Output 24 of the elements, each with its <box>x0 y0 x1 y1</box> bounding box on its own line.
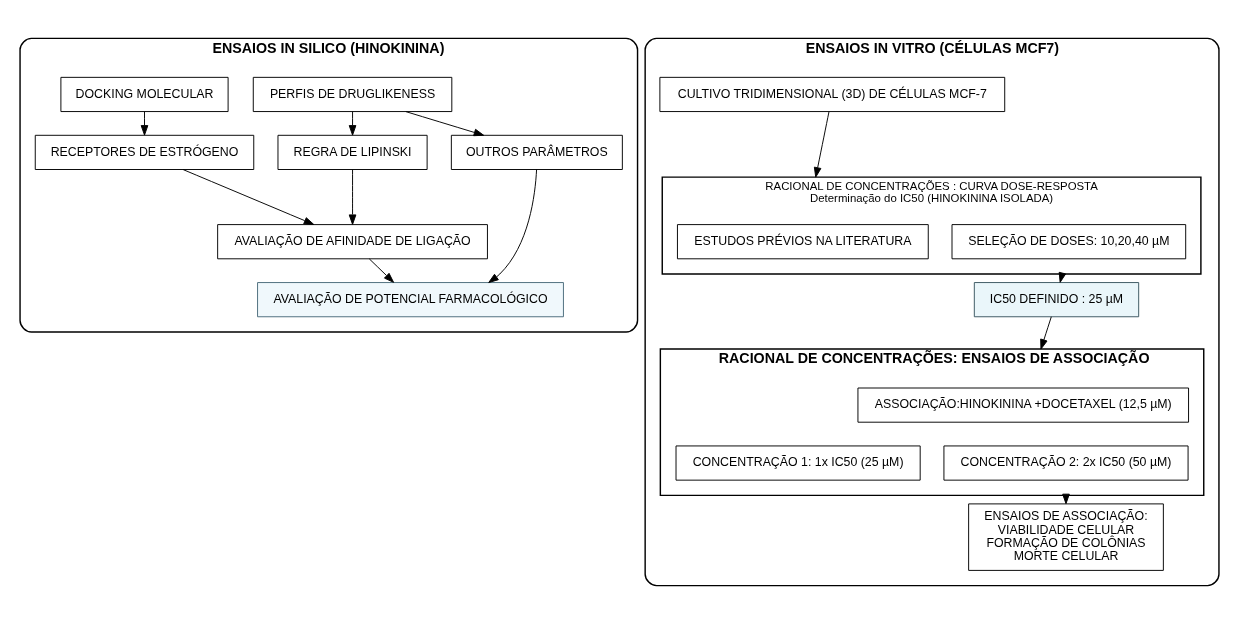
arrow <box>140 111 149 136</box>
node-box: CULTIVO TRIDIMENSIONAL (3D) DE CÉLULAS MCF-7 <box>659 76 1006 113</box>
node-box: IC50 DEFINIDO : 25 µM <box>973 282 1140 318</box>
node-box: DOCKING MOLECULAR <box>60 76 229 113</box>
arrow <box>368 258 395 283</box>
arrow <box>813 111 830 178</box>
arrow <box>182 169 315 225</box>
arrow <box>1040 316 1052 350</box>
node-box: CONCENTRAÇÃO 2: 2x IC50 (50 µM) <box>943 445 1189 481</box>
arrow <box>348 111 357 136</box>
node-box: RECEPTORES DE ESTRÓGENO <box>34 134 255 170</box>
node-box: ASSOCIAÇÃO:HINOKININA +DOCETAXEL (12,5 µM) <box>857 387 1190 423</box>
node-box: PERFIS DE DRUGLIKENESS <box>252 76 453 113</box>
arrow <box>405 111 485 137</box>
node-box: SELEÇÃO DE DOSES: 10,20,40 µM <box>951 224 1187 260</box>
node-box: AVALIAÇÃO DE AFINIDADE DE LIGAÇÃO <box>217 224 488 260</box>
arrow <box>348 169 357 225</box>
node-box: CONCENTRAÇÃO 1: 1x IC50 (25 µM) <box>675 445 921 481</box>
node-box: REGRA DE LIPINSKI <box>277 134 428 170</box>
node-box: OUTROS PARÂMETROS <box>450 134 623 170</box>
arrow <box>488 169 538 284</box>
node-box: AVALIAÇÃO DE POTENCIAL FARMACOLÓGICO <box>257 282 564 318</box>
node-box: ESTUDOS PRÉVIOS NA LITERATURA <box>676 224 929 260</box>
node-box: ENSAIOS DE ASSOCIAÇÃO: VIABILIDADE CELULAR FORMAÇÃO DE COLÔNIAS MORTE CELULAR <box>968 503 1164 571</box>
